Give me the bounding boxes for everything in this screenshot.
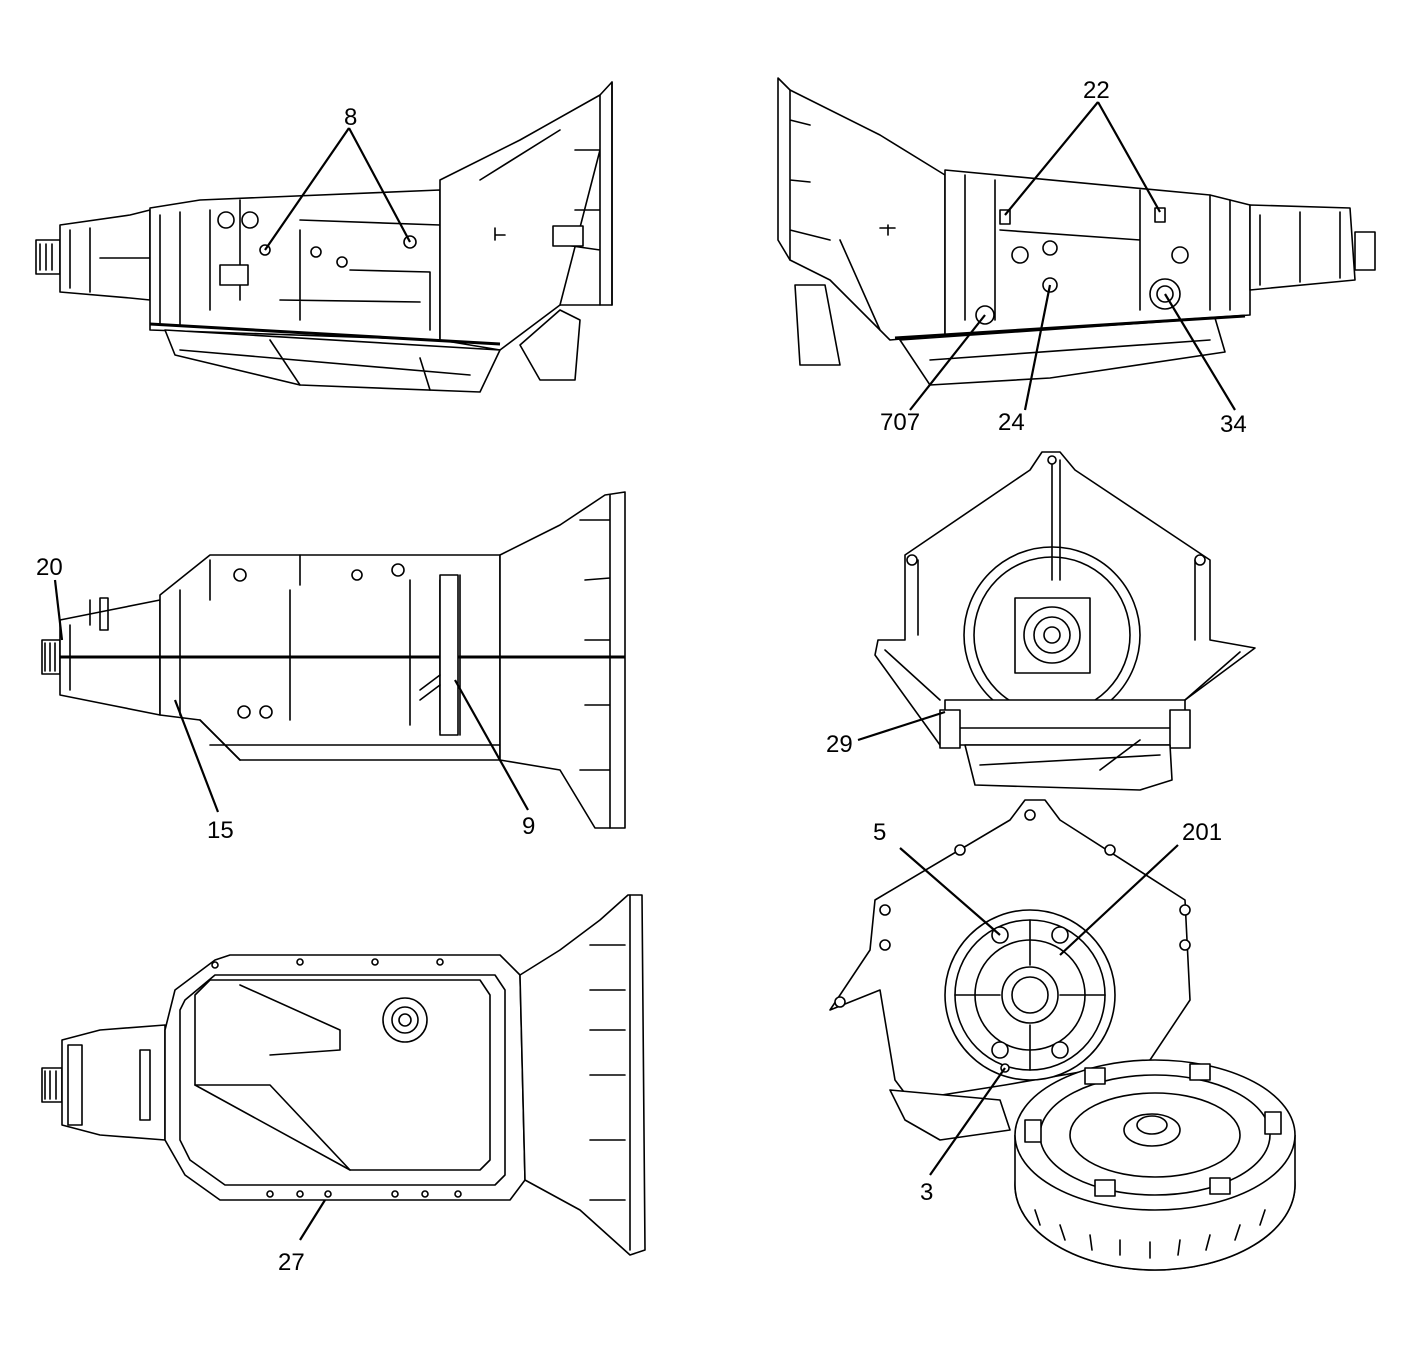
leader-27 [299, 1199, 326, 1241]
callout-8: 8 [344, 104, 357, 131]
callout-24: 24 [998, 409, 1025, 436]
callout-15: 15 [207, 817, 234, 844]
callout-22: 22 [1083, 77, 1110, 104]
callout-9: 9 [522, 813, 535, 840]
view-left-side [35, 81, 613, 393]
view-front [829, 799, 1191, 1141]
callout-34: 34 [1220, 411, 1247, 438]
leaders-top [53, 579, 529, 813]
callout-5: 5 [873, 819, 886, 846]
callout-707: 707 [880, 409, 920, 436]
torque-converter [1014, 1059, 1296, 1271]
callout-29: 29 [826, 731, 853, 758]
view-right-side [777, 77, 1376, 386]
leader-8 [264, 127, 411, 251]
callout-27: 27 [278, 1249, 305, 1276]
leaders-front [899, 844, 1179, 1176]
view-rear [874, 451, 1256, 791]
callout-labels: 8 22 707 24 34 20 15 9 29 5 201 3 27 [36, 77, 1247, 1276]
callout-20: 20 [36, 554, 63, 581]
callout-201: 201 [1182, 819, 1222, 846]
callout-3: 3 [920, 1179, 933, 1206]
leader-29 [857, 710, 946, 742]
leaders-right-side [909, 101, 1236, 411]
view-top [41, 491, 626, 829]
view-bottom [41, 894, 646, 1256]
